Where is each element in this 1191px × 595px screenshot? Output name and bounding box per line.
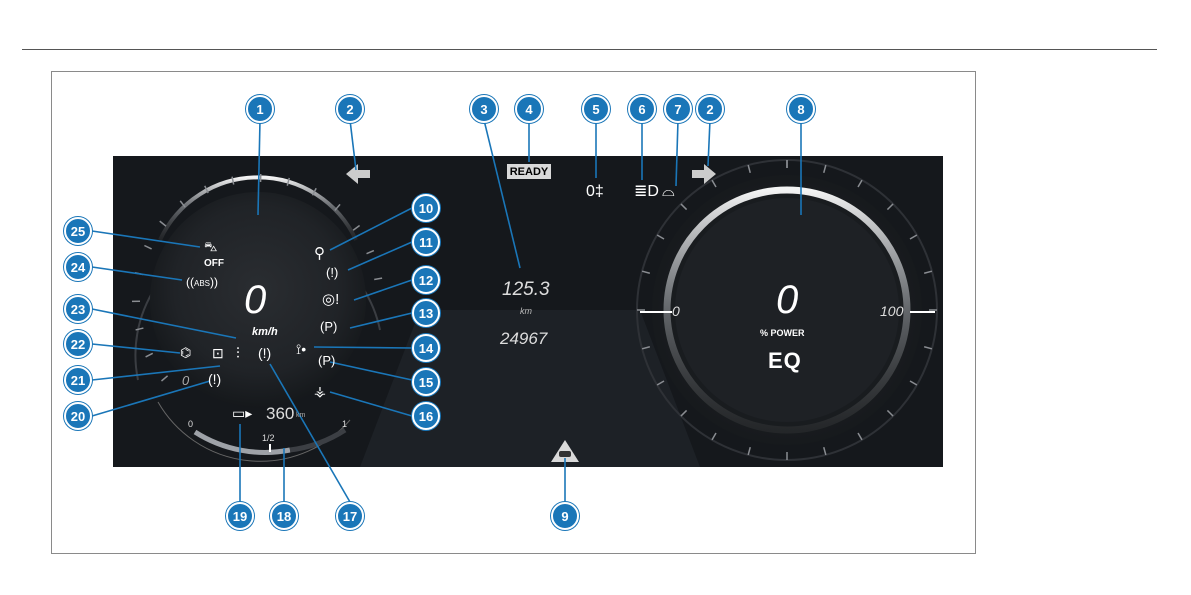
callout-6: 6 — [628, 95, 656, 123]
speed-value: 0 — [244, 280, 266, 320]
power-scale-min: 0 — [672, 304, 680, 318]
esp-off-label: OFF — [204, 259, 224, 269]
callout-8: 8 — [787, 95, 815, 123]
callout-19: 19 — [226, 502, 254, 530]
parking-brake-icon-2: (P) — [318, 354, 335, 367]
callout-10: 10 — [412, 194, 440, 222]
ready-indicator: READY — [507, 164, 551, 179]
callout-3: 3 — [470, 95, 498, 123]
trip-value: 125.3 — [502, 280, 550, 299]
charge-scale-max: 1 — [342, 420, 347, 429]
brake-warning-icon-2: (!) — [208, 372, 221, 386]
callout-2-left: 2 — [336, 95, 364, 123]
esp-off-icon: ⛍ — [204, 240, 217, 253]
trip-unit: km — [520, 307, 532, 316]
range-unit: km — [296, 412, 305, 419]
parking-brake-label: P — [324, 319, 333, 334]
callout-14: 14 — [412, 334, 440, 362]
seat-heat-icon: ⟟• — [296, 342, 306, 356]
callout-12: 12 — [412, 266, 440, 294]
callout-4: 4 — [515, 95, 543, 123]
abs-icon: ((ABS)) — [186, 276, 218, 288]
eq-badge: EQ — [768, 350, 802, 372]
car-warning-icon: ⌬ — [180, 346, 191, 359]
power-value: 0 — [776, 280, 798, 320]
tire-pressure-icon: (!) — [326, 266, 338, 279]
callout-1: 1 — [246, 95, 274, 123]
callout-21: 21 — [64, 366, 92, 394]
callout-24: 24 — [64, 253, 92, 281]
callout-2-right: 2 — [696, 95, 724, 123]
callout-18: 18 — [270, 502, 298, 530]
coolant-icon: ⫶ — [236, 346, 240, 361]
brake-warning-icon: (!) — [258, 346, 271, 360]
callout-11: 11 — [412, 228, 440, 256]
range-value: 360 — [266, 405, 294, 422]
power-unit: % POWER — [760, 329, 805, 338]
steering-warning-icon: ◎! — [322, 292, 339, 307]
odometer-value: 24967 — [500, 330, 547, 347]
airbag-icon: ⚶ — [314, 384, 326, 398]
seatbelt-icon: ⚲ — [314, 246, 325, 261]
callout-17: 17 — [336, 502, 364, 530]
callout-16: 16 — [412, 402, 440, 430]
callout-5: 5 — [582, 95, 610, 123]
callout-22: 22 — [64, 330, 92, 358]
callout-13: 13 — [412, 299, 440, 327]
charge-scale-mid: 1/2 — [262, 434, 275, 443]
car-open-icon: ⌓ — [662, 184, 675, 200]
callout-25: 25 — [64, 217, 92, 245]
range-battery-icon: ▭▸ — [232, 406, 252, 420]
callout-15: 15 — [412, 368, 440, 396]
charge-scale-min: 0 — [188, 420, 193, 429]
callout-20: 20 — [64, 402, 92, 430]
speed-unit: km/h — [252, 327, 278, 338]
battery-icon: ⊡ — [212, 346, 224, 360]
power-scale-max: 100 — [880, 304, 903, 318]
callout-23: 23 — [64, 295, 92, 323]
callout-9: 9 — [551, 502, 579, 530]
callout-7: 7 — [664, 95, 692, 123]
abs-label: ABS — [194, 279, 210, 288]
rear-fog-light-icon: 0‡ — [586, 184, 604, 200]
low-beam-icon: ≣D — [634, 184, 659, 200]
left-scale-zero: 0 — [182, 374, 189, 387]
parking-brake-icon: (P) — [320, 320, 337, 333]
